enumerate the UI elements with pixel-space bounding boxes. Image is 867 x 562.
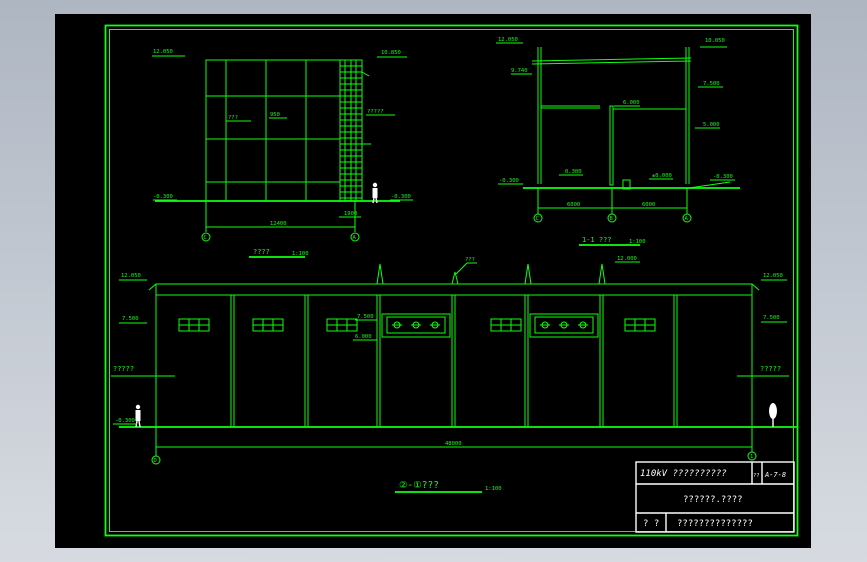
side-axis-left-bubble bbox=[201, 232, 211, 242]
section-level-mid-right: 5.000 bbox=[703, 122, 720, 128]
side-dim-width: 12400 bbox=[270, 221, 287, 227]
front-elevation-scale: 1:100 bbox=[485, 486, 502, 492]
front-door-panel-left bbox=[381, 313, 451, 338]
section-level-floor: 0.300 bbox=[565, 169, 582, 175]
front-wall-outline bbox=[155, 283, 753, 428]
sheet-inner-border bbox=[109, 29, 794, 532]
front-label-left: ????? bbox=[113, 365, 134, 373]
side-level-top-left: 12.050 bbox=[153, 49, 173, 55]
section-roof-line bbox=[531, 57, 692, 62]
section-view: 12.050 9.740 10.050 7.500 6.000 5.000 -0… bbox=[496, 37, 740, 246]
title-block-drawing-name: ??????.???? bbox=[683, 495, 743, 505]
front-dim-total: 48000 bbox=[445, 441, 462, 447]
front-door-panel-right bbox=[529, 313, 599, 338]
front-label-roof: ??? bbox=[465, 257, 475, 263]
front-bays bbox=[230, 294, 678, 428]
side-axis-right: A bbox=[353, 235, 357, 241]
front-window bbox=[252, 318, 284, 332]
section-dim-right: 6000 bbox=[642, 202, 655, 208]
section-axis-right-bubble bbox=[682, 213, 692, 223]
door-panel-mark bbox=[540, 321, 550, 329]
side-label-height: 950 bbox=[270, 112, 280, 118]
title-block-project: 110kV ?????????? bbox=[640, 469, 727, 479]
person-figure bbox=[372, 182, 378, 204]
section-axis-left-bubble bbox=[533, 213, 543, 223]
section-level-top-right: 10.050 bbox=[705, 38, 725, 44]
door-panel-mark bbox=[411, 321, 421, 329]
front-elevation-title: ②-①??? bbox=[399, 480, 439, 491]
drawing-canvas: 12.050 10.850 -0.300 -0.300 ??? 950 ????… bbox=[104, 24, 799, 537]
front-elevation: ??? 12.000 bbox=[111, 256, 798, 493]
door-panel-mark bbox=[559, 321, 569, 329]
front-level-door: 6.000 bbox=[355, 334, 372, 340]
front-window bbox=[624, 318, 656, 332]
front-person-figure bbox=[135, 404, 141, 428]
side-dim-small: 1900 bbox=[344, 211, 357, 217]
section-level-mid: 6.000 bbox=[623, 100, 640, 106]
front-level-window: 7.500 bbox=[357, 314, 374, 320]
front-level-mid-left: 7.500 bbox=[122, 316, 139, 322]
side-elevation-scale: 1:100 bbox=[292, 251, 309, 257]
section-level-sub-right: 7.500 bbox=[703, 81, 720, 87]
front-window bbox=[490, 318, 522, 332]
front-level-top-right: 12.050 bbox=[763, 273, 783, 279]
section-axis-right: A bbox=[685, 216, 689, 222]
side-elevation: 12.050 10.850 -0.300 -0.300 ??? 950 ????… bbox=[152, 49, 413, 258]
front-axis-left-bubble bbox=[151, 455, 161, 465]
front-window bbox=[178, 318, 210, 332]
section-level-floor-right: ±0.000 bbox=[652, 173, 672, 179]
side-label-material: ??? bbox=[228, 115, 238, 121]
front-tree-figure bbox=[769, 403, 777, 427]
front-window bbox=[326, 318, 358, 332]
side-label-side: ????? bbox=[367, 109, 384, 115]
section-level-top-left: 12.050 bbox=[498, 37, 518, 43]
front-axis-right: 1 bbox=[750, 454, 753, 460]
front-label-right: ????? bbox=[760, 365, 781, 373]
section-axis-mid-bubble bbox=[607, 213, 617, 223]
section-level-ground-right: -0.300 bbox=[713, 174, 733, 180]
section-scale: 1:100 bbox=[629, 239, 646, 245]
side-axis-left: C bbox=[204, 235, 207, 241]
side-axis-right-bubble bbox=[350, 232, 360, 242]
section-level-sub-left: 9.740 bbox=[511, 68, 528, 74]
front-level-top-left: 12.050 bbox=[121, 273, 141, 279]
front-axis-left: D bbox=[154, 458, 157, 464]
door-panel-mark bbox=[578, 321, 588, 329]
section-dim-left: 6000 bbox=[567, 202, 580, 208]
front-axis-right-bubble bbox=[747, 451, 757, 461]
side-level-ground-left: -0.300 bbox=[153, 194, 173, 200]
door-panel-mark bbox=[430, 321, 440, 329]
side-level-ground-right: -0.300 bbox=[391, 194, 411, 200]
sheet-border bbox=[104, 24, 799, 537]
title-block-sheet-code: ?? bbox=[753, 473, 760, 479]
front-level-roof: 12.000 bbox=[617, 256, 637, 262]
title-block-company: ?????????????? bbox=[677, 519, 753, 529]
title-block-drawing-no: A-7-8 bbox=[764, 471, 786, 479]
section-title: 1-1 ??? bbox=[582, 236, 612, 244]
front-window-row bbox=[178, 318, 656, 332]
title-block: 110kV ?????????? ?? A-7-8 ??????.???? ? … bbox=[635, 461, 795, 533]
side-level-top-right: 10.850 bbox=[381, 50, 401, 56]
title-block-sign-label: ? ? bbox=[643, 519, 659, 529]
front-level-mid-right: 7.500 bbox=[763, 315, 780, 321]
front-level-ground: -0.300 bbox=[115, 418, 135, 424]
side-mesh-panel bbox=[339, 59, 363, 202]
side-elevation-title: ???? bbox=[253, 248, 270, 256]
drawing-sheet: 12.050 10.850 -0.300 -0.300 ??? 950 ????… bbox=[55, 14, 811, 548]
section-level-ground-left: -0.300 bbox=[499, 178, 519, 184]
door-panel-mark bbox=[392, 321, 402, 329]
section-axis-mid: B bbox=[610, 216, 614, 222]
section-axis-left: C bbox=[536, 216, 539, 222]
